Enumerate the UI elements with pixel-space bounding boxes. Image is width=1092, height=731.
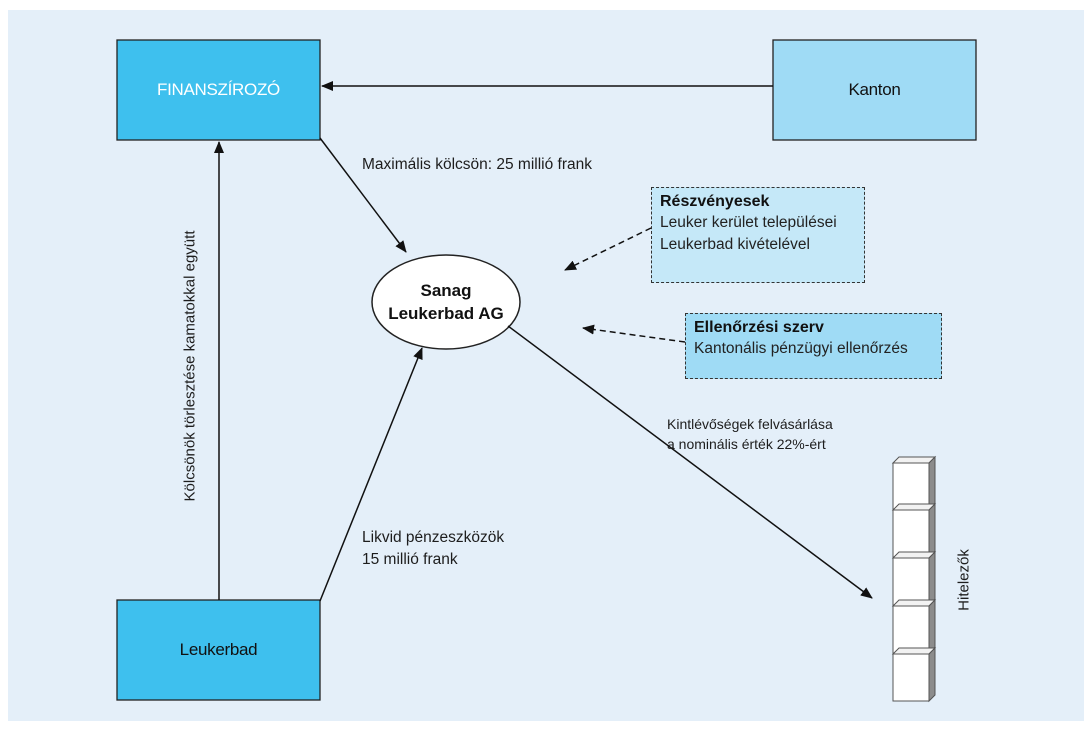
leukerbad-box [116, 599, 321, 701]
max-kolcson-label: Maximális kölcsön: 25 millió frank [362, 156, 592, 173]
reszvenyesek-line: Leuker kerület települései [660, 214, 837, 231]
kintlevosegek-label-line2: a nominális érték 22%-ért [667, 436, 826, 452]
sanag-label-line2: Leukerbad AG [388, 304, 504, 323]
ellenorzesi-line: Kantonális pénzügyi ellenőrzés [694, 340, 908, 357]
arrow-leukerbad-to-sanag [319, 347, 423, 602]
creditor-cube [891, 598, 937, 655]
finanszirozo-box [116, 39, 321, 141]
arrow-sanag-to-hitelezok [507, 325, 873, 599]
creditor-cube [891, 502, 937, 559]
leukerbad-label: Leukerbad [179, 640, 258, 659]
likvid-label-line1: Likvid pénzeszközök [362, 529, 505, 546]
ellenorzesi-title: Ellenőrzési szerv [694, 319, 824, 336]
likvid-label: Likvid pénzeszközök 15 millió frank [362, 527, 504, 571]
creditor-cube [891, 646, 937, 703]
finanszirozo-label: FINANSZÍROZÓ [157, 80, 280, 99]
hitelezok-stack [891, 455, 937, 703]
hitelezok-label: Hitelezők [955, 549, 973, 611]
kintlevosegek-label: Kintlévőségek felvásárlása a nominális é… [667, 414, 833, 454]
dashed-arrow-reszvenyesek [564, 227, 652, 271]
ellenorzesi-box: Ellenőrzési szerv Kantonális pénzügyi el… [685, 313, 942, 379]
reszvenyesek-box: Részvényesek Leuker kerület települései … [651, 187, 865, 283]
reszvenyesek-title: Részvényesek [660, 193, 770, 210]
kanton-box [772, 39, 977, 141]
dashed-arrow-ellenorzesi [582, 324, 686, 343]
likvid-label-line2: 15 millió frank [362, 551, 458, 568]
sanag-label: Sanag Leukerbad AG [372, 279, 520, 325]
kanton-label: Kanton [848, 80, 901, 99]
torlesztes-label: Kölcsönök törlesztése kamatokkal együtt [181, 230, 199, 502]
reszvenyesek-line: Leukerbad kivételével [660, 236, 810, 253]
creditor-cube [891, 550, 937, 607]
sanag-label-line1: Sanag [420, 281, 472, 300]
arrow-finanszirozo-to-sanag [319, 137, 407, 253]
creditor-cube [891, 455, 937, 511]
kintlevosegek-label-line1: Kintlévőségek felvásárlása [667, 416, 833, 432]
sanag-ellipse [371, 254, 521, 350]
